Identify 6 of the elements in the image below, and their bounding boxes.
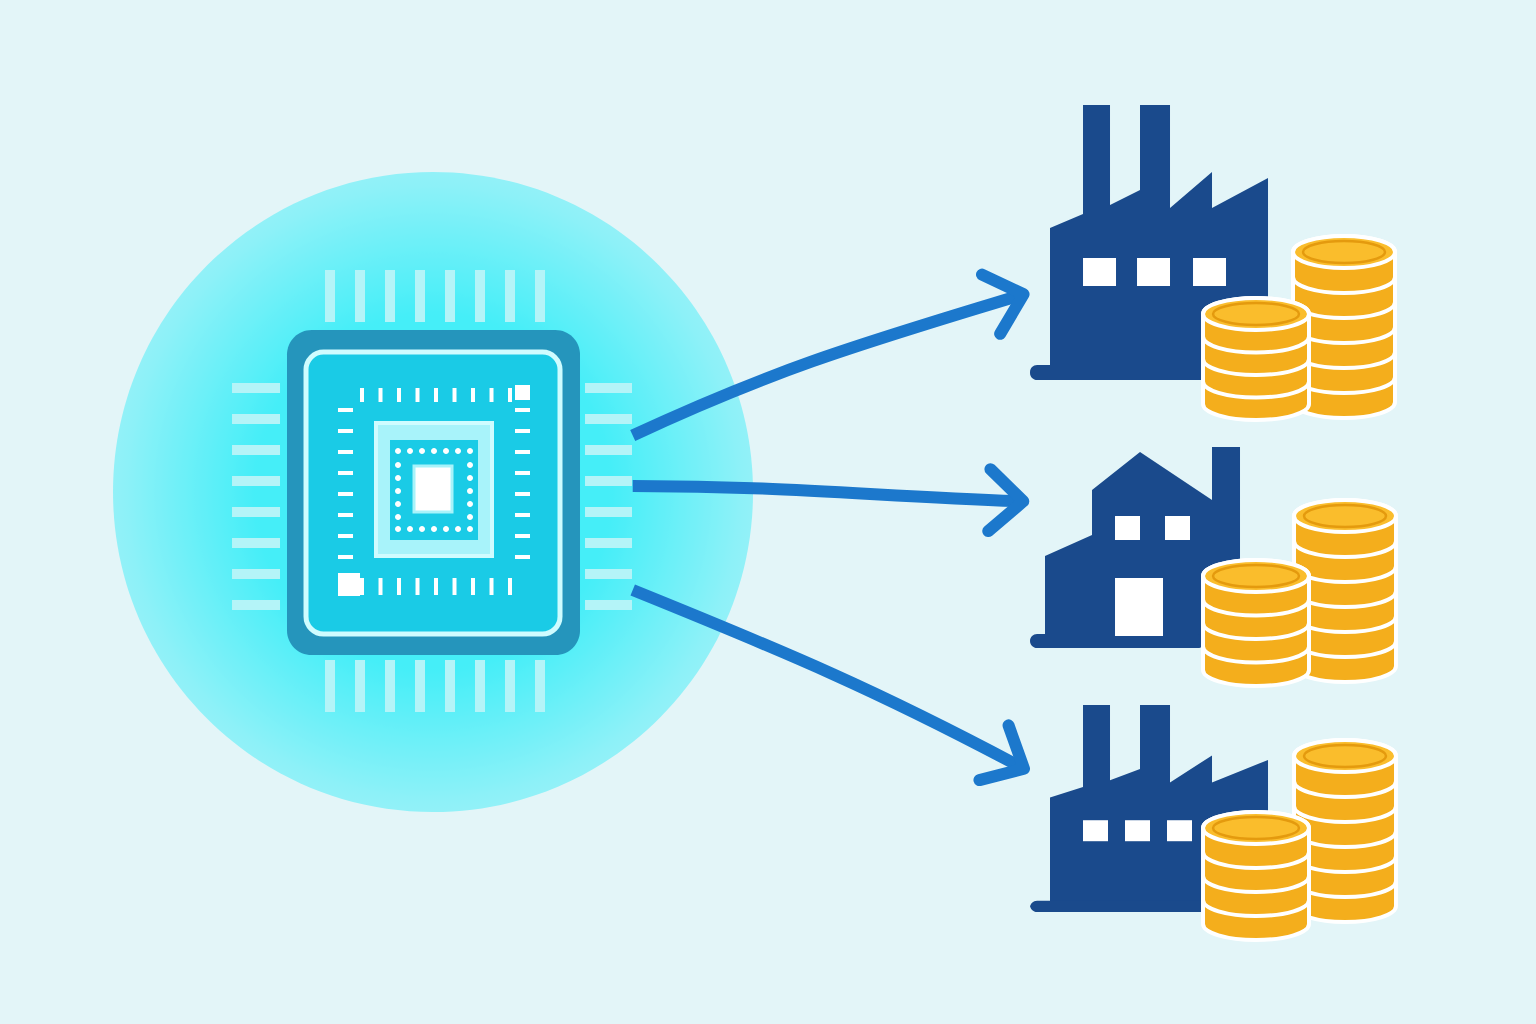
arrow — [630, 268, 1030, 441]
factory-coins-picture — [1030, 105, 1397, 422]
house-coins-picture — [1030, 447, 1398, 688]
arrow — [632, 463, 1030, 538]
chip-picture — [232, 270, 632, 712]
factory-coins-picture — [1030, 705, 1398, 942]
